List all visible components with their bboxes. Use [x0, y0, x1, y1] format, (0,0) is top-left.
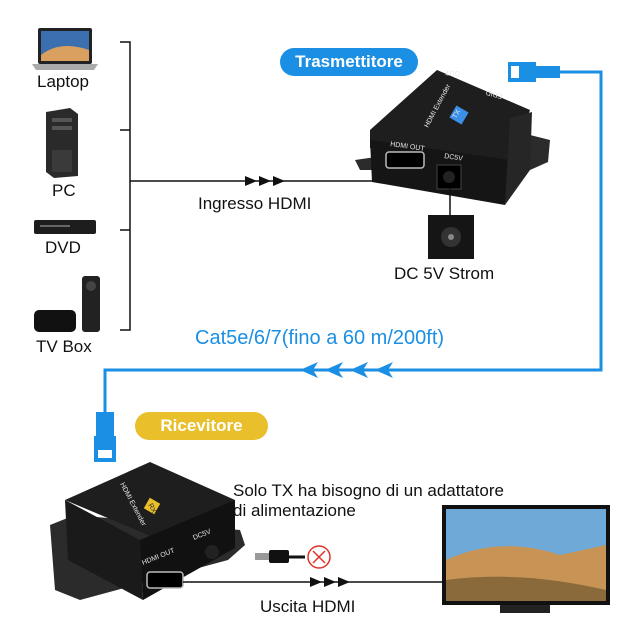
transmitter-device: HDMI Extender TX HDMI OUT DC5V OUT EDID	[355, 68, 550, 215]
source-bracket	[120, 41, 385, 331]
rj45-connector-tx-icon	[508, 62, 560, 82]
hdmi-input-label: Ingresso HDMI	[198, 194, 312, 213]
rx-device-tag-text: RX	[146, 503, 157, 515]
source-label-laptop: Laptop	[37, 72, 89, 91]
hdmi-input-arrows	[245, 176, 285, 186]
power-note-line2: di alimentazione	[233, 501, 356, 520]
hdmi-output-line	[183, 577, 445, 587]
tx-hdmi-out-text: HDMI OUT	[390, 141, 426, 153]
not-required-cross-icon	[307, 545, 331, 569]
laptop-icon	[32, 28, 98, 70]
dc-power-adapter-icon	[428, 215, 474, 259]
network-cable	[94, 62, 603, 462]
power-note-line1: Solo TX ha bisogno di un adattatore	[233, 481, 504, 500]
hdmi-output-label: Uscita HDMI	[260, 597, 356, 616]
tv-box-icon	[34, 276, 100, 332]
tx-out-text: OUT	[444, 68, 460, 76]
source-label-pc: PC	[52, 181, 76, 200]
cable-label: Cat5e/6/7(fino a 60 m/200ft)	[195, 327, 445, 349]
transmitter-badge: Trasmettitore	[280, 48, 418, 76]
source-label-tv-box: TV Box	[36, 337, 92, 356]
tx-edid-text: EDID	[485, 88, 503, 99]
tx-device-tag-text: TX	[452, 108, 463, 120]
dvd-player-icon	[34, 220, 96, 234]
pc-tower-icon	[46, 108, 78, 178]
source-label-dvd: DVD	[45, 238, 81, 257]
power-label: DC 5V Strom	[394, 264, 495, 283]
receiver-device: HDMI Extender RX HDMI OUT DC5V	[50, 462, 245, 600]
receiver-badge: Ricevitore	[135, 412, 268, 440]
tv-display-icon	[442, 505, 610, 613]
tx-dc5v-text: DC5V	[444, 153, 464, 163]
dc-plug-icon	[255, 550, 305, 563]
rj45-connector-rx-icon	[94, 412, 116, 462]
